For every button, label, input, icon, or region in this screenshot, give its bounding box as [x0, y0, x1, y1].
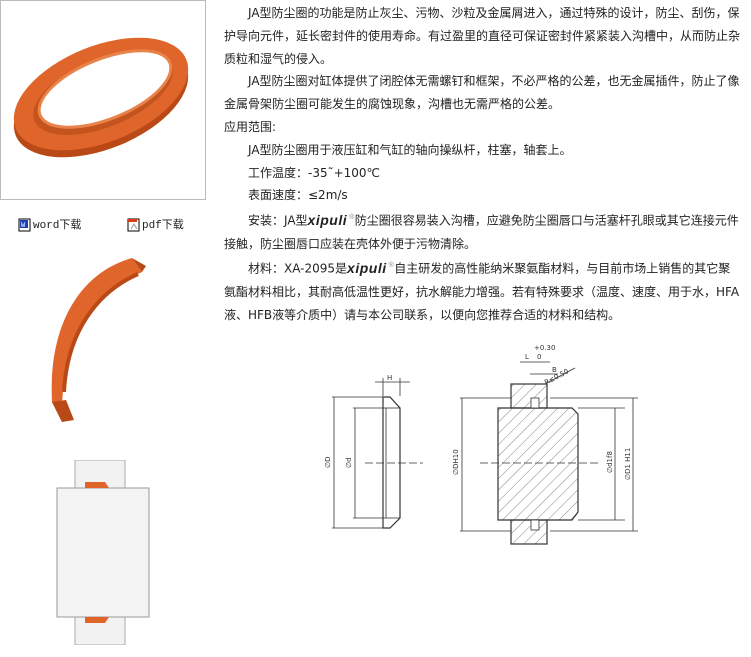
- pdf-download-link[interactable]: pdf下载: [127, 216, 184, 232]
- install-text: 防尘圈很容易装入沟槽，应避免防尘圈唇口与活塞杆孔眼或其它连接元件接触，防尘圈唇口…: [224, 213, 739, 251]
- registered-mark: ®: [388, 262, 395, 270]
- technical-drawing: H ∅D ∅d +0.30 0 L B R≤0.50 ∅DH10 ∅d1f8 ∅…: [324, 344, 638, 545]
- logo-text: xipuli: [347, 260, 387, 277]
- word-file-icon: W: [18, 218, 31, 232]
- dim-d-inner: ∅d: [345, 457, 353, 468]
- pdf-file-icon: [127, 218, 140, 232]
- dim-d-outer: ∅D: [324, 457, 332, 469]
- install-paragraph: 安装：JA型xipuli®防尘圈很容易装入沟槽，应避免防尘圈唇口与活塞杆孔眼或其…: [224, 207, 742, 255]
- material-paragraph: 材料：XA-2095是xipuli®自主研发的高性能纳米聚氨酯材料，与目前市场上…: [224, 255, 742, 326]
- dim-tolerance: +0.30: [534, 344, 555, 352]
- material-text: 自主研发的高性能纳米聚氨酯材料，与目前市场上销售的其它聚氨酯材料相比，其耐高低温…: [224, 262, 740, 322]
- dim-dh10: ∅DH10: [452, 449, 460, 475]
- dim-h: H: [387, 374, 392, 382]
- function-paragraph: JA型防尘圈的功能是防止灰尘、污物、沙粒及金属屑进入，通过特殊的设计，防尘、刮伤…: [224, 6, 741, 66]
- svg-text:W: W: [21, 222, 26, 230]
- product-description: JA型防尘圈的功能是防止灰尘、污物、沙粒及金属屑进入，通过特殊的设计，防尘、刮伤…: [224, 2, 742, 326]
- seal-installation-diagram: [56, 460, 150, 645]
- dim-b: B: [552, 366, 557, 374]
- word-download-label: word下载: [33, 220, 82, 232]
- seal-cross-section-3d: [51, 258, 146, 422]
- scope-heading: 应用范围:: [224, 119, 277, 134]
- speed-spec: 表面速度：≤2m/s: [248, 188, 348, 203]
- pdf-download-label: pdf下载: [142, 220, 184, 232]
- logo-text: xipuli: [307, 211, 348, 228]
- scope-paragraph: JA型防尘圈用于液压缸和气缸的轴向操纵杆，柱塞，轴套上。: [248, 142, 572, 157]
- dim-d1f8: ∅d1f8: [606, 451, 614, 473]
- advantage-paragraph: JA型防尘圈对缸体提供了闭腔体无需螺钉和框架，不必严格的公差，也无金属插件，防止…: [224, 74, 740, 112]
- product-photo-ring: [0, 0, 206, 200]
- dim-zero: 0: [537, 353, 541, 361]
- registered-mark: ®: [349, 214, 355, 222]
- xipuli-logo: xipuli®: [308, 212, 355, 228]
- material-prefix: 材料：XA-2095是: [248, 262, 348, 277]
- ring-illustration: [13, 37, 189, 158]
- dim-l: L: [525, 353, 529, 361]
- install-prefix: 安装：JA型: [248, 213, 308, 228]
- word-download-link[interactable]: W word下载: [18, 216, 81, 232]
- temperature-spec: 工作温度：-35˜+100℃: [248, 165, 381, 180]
- dim-d1h11: ∅D1 H11: [624, 448, 632, 480]
- xipuli-logo: xipuli®: [347, 260, 394, 276]
